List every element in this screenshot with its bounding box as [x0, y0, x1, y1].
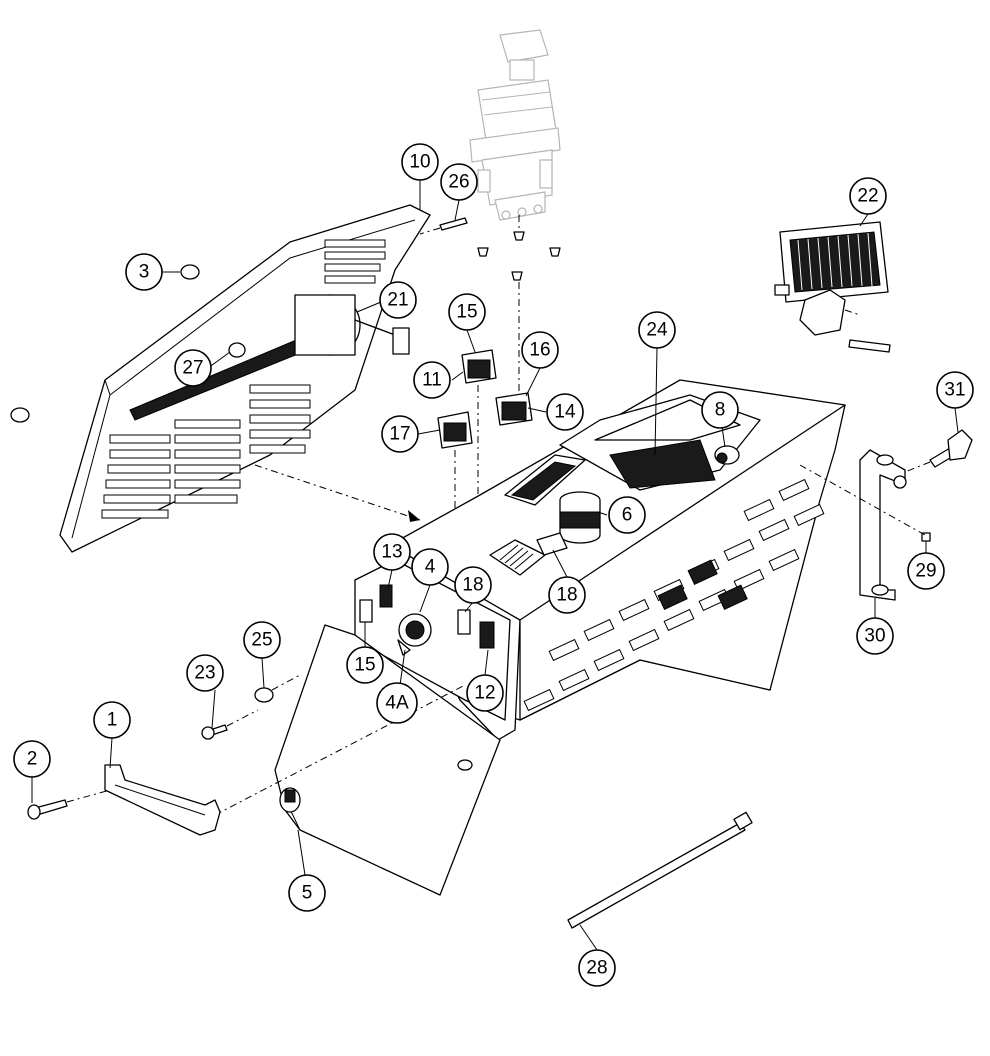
spacer-27 [228, 342, 246, 358]
callout-17: 17 [381, 415, 419, 453]
handle-grip [504, 454, 586, 506]
handle-1 [104, 764, 221, 836]
callout-4: 4 [411, 548, 449, 586]
callout-18-right: 18 [548, 576, 586, 614]
callout-label: 31 [944, 380, 965, 401]
callout-label: 1 [107, 710, 118, 731]
callout-18-left: 18 [454, 566, 492, 604]
callout-label: 16 [529, 340, 550, 361]
cable-tie-28 [567, 811, 753, 929]
callout-label: 10 [409, 152, 430, 173]
fan-assembly [294, 294, 410, 356]
callout-label: 17 [389, 424, 410, 445]
callout-29: 29 [907, 552, 945, 590]
screw-23 [201, 709, 259, 740]
callout-label: 24 [646, 320, 668, 341]
callout-4a: 4A [376, 682, 418, 724]
callout-label: 18 [556, 585, 577, 606]
grille-arrow [408, 510, 420, 522]
callout-label: 26 [448, 172, 469, 193]
callout-24: 24 [638, 311, 676, 349]
callout-3: 3 [125, 253, 163, 291]
callout-11: 11 [413, 361, 451, 399]
callout-label: 23 [194, 663, 215, 684]
callout-22: 22 [849, 177, 887, 215]
callout-26: 26 [440, 163, 478, 201]
callout-25: 25 [243, 621, 281, 659]
callout-label: 3 [139, 262, 150, 283]
callout-8: 8 [701, 391, 739, 429]
leader-lines [31, 180, 959, 951]
fastener-3 [180, 264, 200, 280]
switch-17 [437, 411, 473, 540]
plate-18 [536, 532, 568, 556]
knob-31 [904, 429, 973, 473]
callout-label: 2 [27, 749, 38, 770]
callout-12: 12 [466, 674, 504, 712]
callout-label: 22 [857, 186, 878, 207]
nut-29 [799, 464, 931, 542]
callout-label: 4 [425, 557, 436, 578]
callout-label: 18 [462, 575, 483, 596]
bracket-30 [859, 449, 907, 601]
cup-holder-6 [559, 491, 601, 544]
work-light [774, 221, 891, 353]
callout-label: 28 [586, 958, 607, 979]
socket-8 [714, 445, 740, 465]
callout-label: 21 [387, 290, 408, 311]
callout-31: 31 [936, 371, 974, 409]
handle-leader [214, 684, 466, 816]
callout-5: 5 [288, 874, 326, 912]
callout-6: 6 [608, 496, 646, 534]
callout-23: 23 [186, 654, 224, 692]
callout-label: 14 [554, 402, 576, 423]
callout-label: 8 [715, 400, 726, 421]
callout-label: 6 [622, 505, 633, 526]
switch-11 [461, 349, 497, 525]
callout-2: 2 [13, 740, 51, 778]
callout-label: 15 [456, 302, 477, 323]
callout-1: 1 [93, 701, 131, 739]
callout-21: 21 [379, 281, 417, 319]
callout-27: 27 [174, 349, 212, 387]
bushing-25 [254, 674, 301, 703]
callout-15-bottom: 15 [346, 646, 384, 684]
switch-14 [495, 392, 533, 426]
callout-14: 14 [546, 393, 584, 431]
bolt-26 [419, 217, 468, 235]
callout-15-top: 15 [448, 293, 486, 331]
callout-label: 15 [354, 655, 375, 676]
callout-label: 25 [251, 630, 272, 651]
joystick-assembly [469, 29, 561, 221]
joystick-fasteners [477, 215, 561, 395]
callout-label: 12 [474, 683, 495, 704]
callout-label: 4A [385, 693, 409, 714]
callout-16: 16 [521, 331, 559, 369]
grille-leader [254, 464, 421, 521]
callout-10: 10 [401, 143, 439, 181]
callout-label: 30 [864, 626, 885, 647]
callout-30: 30 [856, 617, 894, 655]
callout-label: 11 [422, 370, 442, 391]
callout-label: 29 [915, 561, 936, 582]
screw-2 [27, 789, 111, 820]
callout-label: 13 [381, 542, 402, 563]
callout-13: 13 [373, 533, 411, 571]
callout-label: 27 [182, 358, 203, 379]
grille-panel [59, 204, 431, 553]
fastener-3-extra [10, 407, 30, 423]
callout-label: 5 [302, 883, 313, 904]
front-plate [274, 624, 501, 896]
callout-28: 28 [578, 949, 616, 987]
